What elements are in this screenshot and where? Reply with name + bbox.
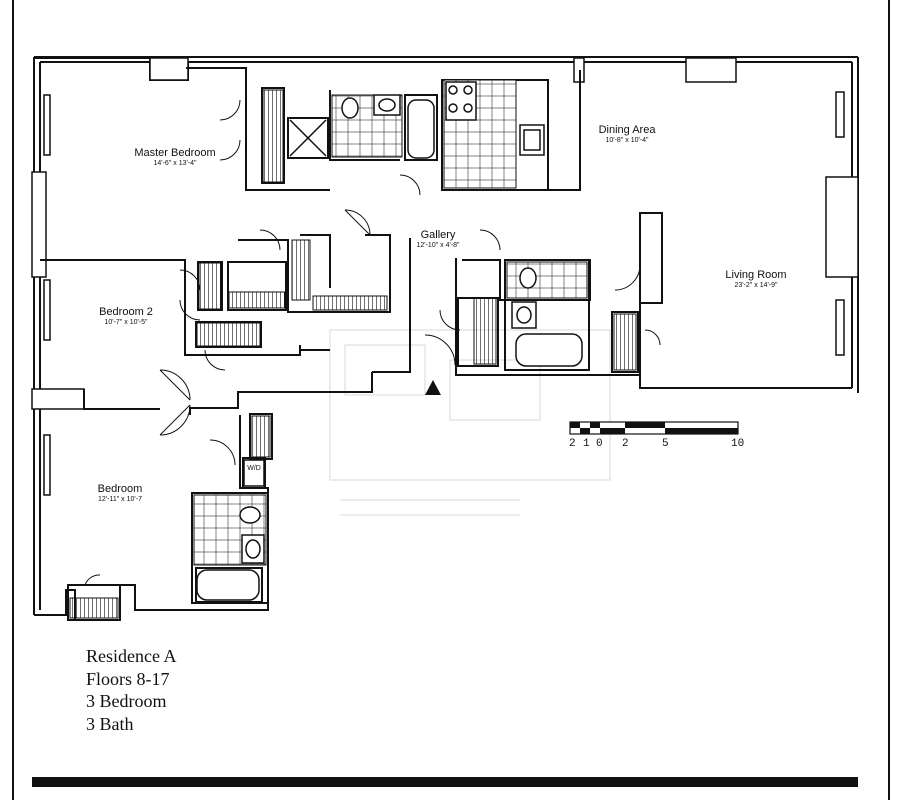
bedroom-label: Bedroom — [98, 483, 143, 495]
bedroom-2-dims: 10'-7" x 10'-5" — [104, 319, 148, 326]
entry-marker — [425, 380, 441, 395]
scale-bar: 2 1 0 2 5 10 — [569, 421, 744, 450]
windows — [31, 57, 859, 496]
door-swings — [84, 99, 661, 586]
scale-label-4: 2 — [622, 438, 629, 450]
gallery-dims: 12'-10" x 4'-8" — [416, 242, 460, 249]
page-border-right — [888, 0, 890, 800]
room-labels: Master Bedroom 14'-6" x 13'-4" Dining Ar… — [98, 124, 787, 503]
living-room-dims: 23'-2" x 14'-9" — [734, 282, 778, 289]
scale-label-2: 1 — [583, 438, 590, 450]
bottom-rule — [32, 777, 858, 787]
gallery-label: Gallery — [421, 229, 456, 241]
master-bedroom-label: Master Bedroom — [134, 147, 215, 159]
residence-info: Residence A Floors 8-17 3 Bedroom 3 Bath — [86, 645, 176, 735]
scale-label-1: 2 — [569, 438, 576, 450]
fixtures — [196, 81, 583, 601]
residence-name: Residence A — [86, 646, 177, 666]
washer-dryer-label: W/D — [247, 465, 261, 472]
ghost-print — [329, 329, 611, 516]
page-border-left — [12, 0, 14, 800]
residence-floors: Floors 8-17 — [86, 668, 170, 689]
bedroom-dims: 12'-11" x 10'-7 — [98, 496, 142, 503]
living-room-label: Living Room — [725, 269, 786, 281]
bedroom-2-label: Bedroom 2 — [99, 306, 153, 318]
scale-label-3: 0 — [596, 438, 603, 450]
residence-baths: 3 Bath — [86, 713, 134, 734]
dining-area-label: Dining Area — [599, 124, 657, 136]
scale-label-5: 5 — [662, 438, 669, 450]
scale-label-6: 10 — [731, 438, 744, 450]
residence-bedrooms: 3 Bedroom — [86, 691, 167, 711]
dining-area-dims: 10'-8" x 10'-4" — [605, 137, 649, 144]
master-bedroom-dims: 14'-6" x 13'-4" — [153, 160, 197, 167]
